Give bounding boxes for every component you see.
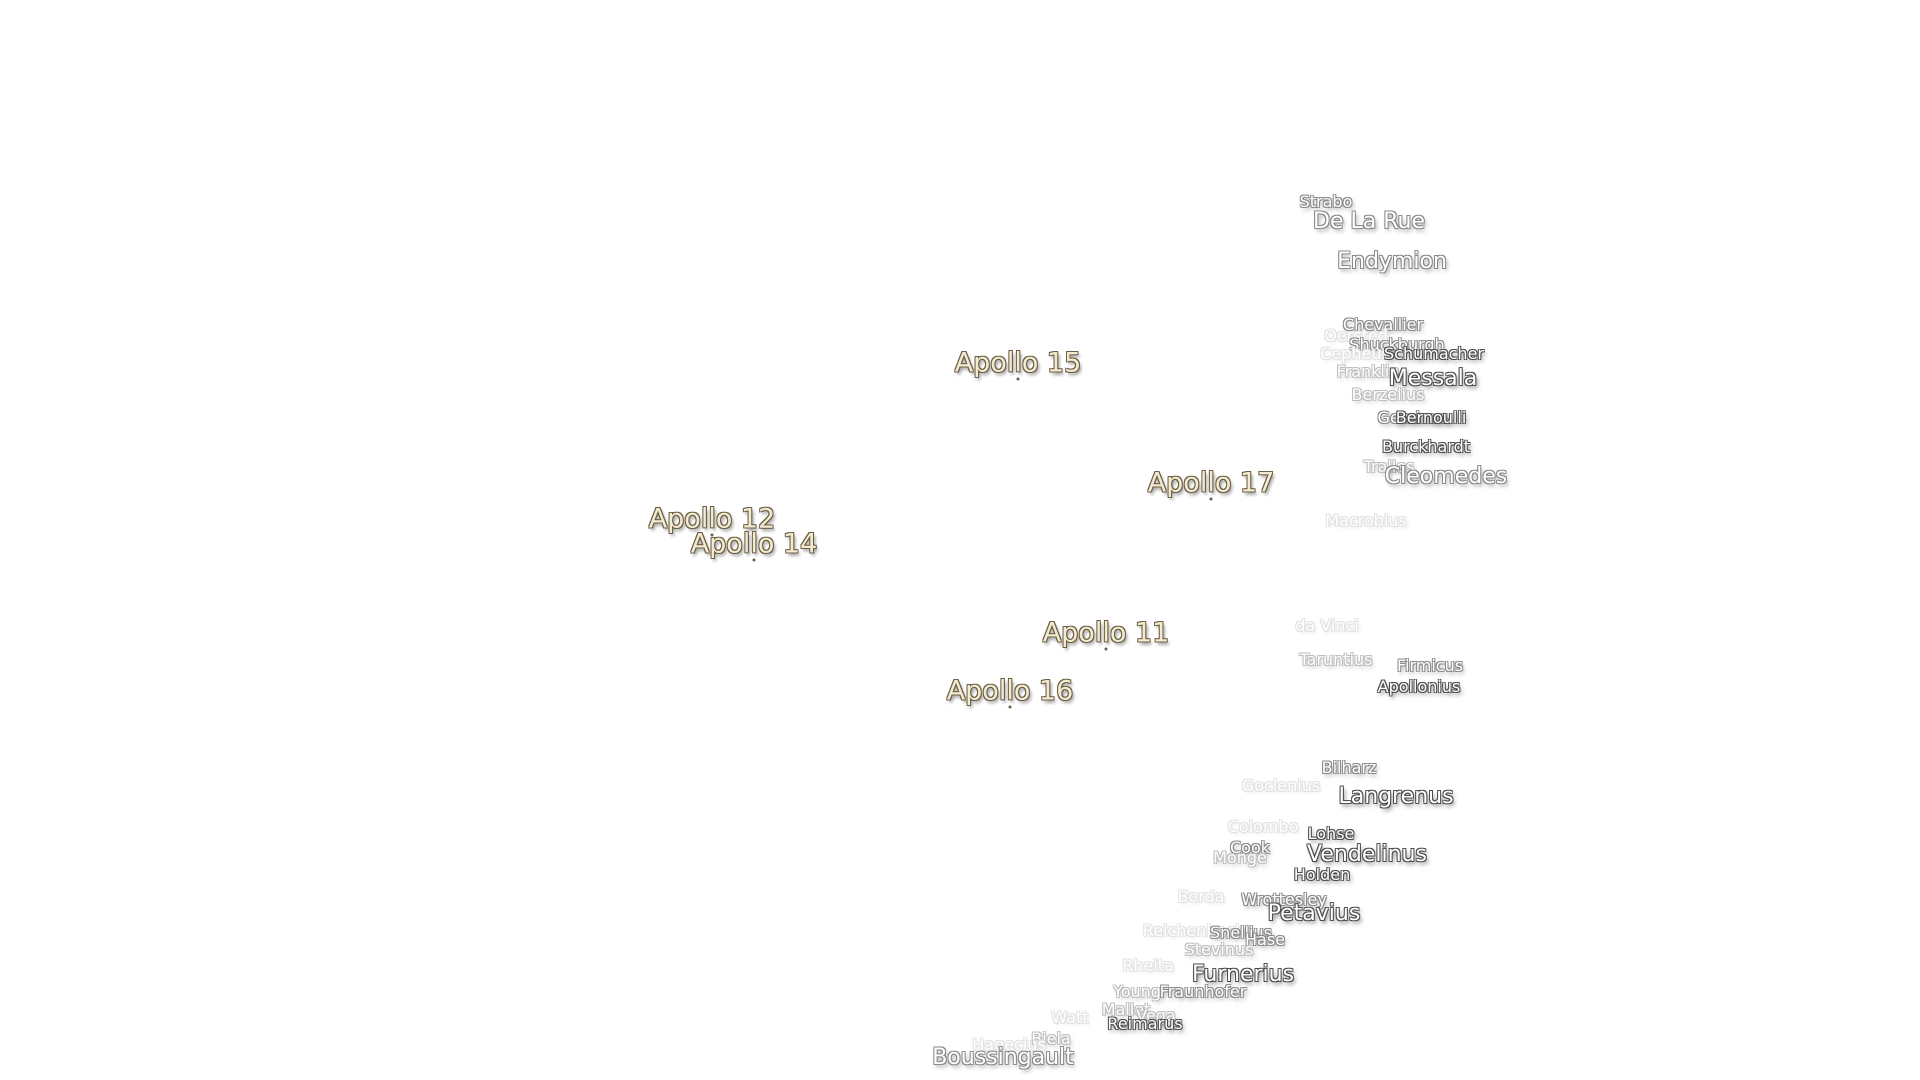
crater-label-stevinus[interactable]: Stevinus [1184, 940, 1254, 959]
apollo-12-marker [710, 533, 714, 537]
crater-label-bilharz[interactable]: Bilharz [1321, 758, 1377, 777]
crater-label-messala[interactable]: Messala [1388, 366, 1478, 391]
crater-label-hagecius[interactable]: Hagecius [972, 1035, 1046, 1054]
apollo-15-marker [1016, 377, 1020, 381]
crater-label-biela[interactable]: Biela [1031, 1029, 1071, 1048]
apollo-14-marker [752, 558, 756, 562]
crater-label-snellius[interactable]: Snellius [1210, 923, 1272, 942]
apollo-11-label[interactable]: Apollo 11 [1042, 617, 1170, 649]
crater-label-reichenbach[interactable]: Reichenbach [1142, 921, 1246, 940]
crater-label-bernoulli[interactable]: Bernoulli [1395, 408, 1467, 427]
crater-label-firmicus[interactable]: Firmicus [1396, 656, 1464, 675]
apollo-17-marker [1209, 497, 1213, 501]
crater-label-fraunhofer[interactable]: Fraunhofer [1159, 982, 1247, 1001]
crater-label-cepheus[interactable]: Cepheus [1320, 344, 1390, 363]
crater-label-reimarus[interactable]: Reimarus [1107, 1014, 1183, 1033]
crater-label-tralles[interactable]: Tralles [1363, 457, 1415, 476]
crater-label-geminus[interactable]: Geminus [1377, 408, 1449, 427]
crater-label-boussingault[interactable]: Boussingault [932, 1045, 1074, 1070]
crater-label-watt[interactable]: Watt [1051, 1008, 1089, 1027]
crater-label-colombo[interactable]: Colombo [1227, 817, 1299, 836]
apollo-16-marker [1008, 705, 1012, 709]
crater-label-langrenus[interactable]: Langrenus [1338, 784, 1454, 809]
crater-label-schumacher[interactable]: Schumacher [1384, 344, 1484, 363]
apollo-15-label[interactable]: Apollo 15 [954, 347, 1082, 379]
apollo-14-label[interactable]: Apollo 14 [690, 528, 818, 560]
crater-label-vega[interactable]: Vega [1136, 1006, 1176, 1025]
crater-label-vendelinus[interactable]: Vendelinus [1307, 842, 1427, 867]
crater-label-petavius[interactable]: Petavius [1267, 901, 1361, 926]
crater-label-burckhardt[interactable]: Burckhardt [1381, 437, 1471, 456]
crater-label-berzelius[interactable]: Berzelius [1351, 385, 1425, 404]
crater-label-rheita[interactable]: Rheita [1122, 956, 1174, 975]
crater-label-young[interactable]: Young [1113, 982, 1161, 1001]
crater-label-da-vinci[interactable]: da Vinci [1295, 616, 1359, 635]
crater-label-wrottesley[interactable]: Wrottesley [1241, 890, 1327, 909]
crater-label-borda[interactable]: Borda [1177, 887, 1225, 906]
crater-label-chevallier[interactable]: Chevallier [1342, 315, 1424, 334]
crater-label-holden[interactable]: Holden [1293, 865, 1351, 884]
crater-label-oersted[interactable]: Oersted [1324, 326, 1388, 345]
apollo-16-label[interactable]: Apollo 16 [946, 675, 1074, 707]
crater-label-cleomedes[interactable]: Cleomedes [1384, 464, 1508, 489]
crater-label-goclenius[interactable]: Goclenius [1241, 776, 1321, 795]
apollo-17-label[interactable]: Apollo 17 [1147, 467, 1275, 499]
crater-label-apollonius[interactable]: Apollonius [1377, 677, 1461, 696]
crater-label-lohse[interactable]: Lohse [1307, 824, 1355, 843]
crater-label-cook[interactable]: Cook [1229, 838, 1271, 857]
crater-label-furnerius[interactable]: Furnerius [1191, 962, 1295, 987]
crater-label-hase[interactable]: Hase [1244, 930, 1286, 949]
apollo-11-marker [1104, 647, 1108, 651]
crater-label-franklin[interactable]: Franklin [1336, 362, 1400, 381]
crater-label-strabo[interactable]: Strabo [1299, 192, 1353, 211]
crater-label-shuckburgh[interactable]: Shuckburgh [1349, 335, 1445, 354]
apollo-12-label[interactable]: Apollo 12 [648, 503, 776, 535]
crater-label-monge[interactable]: Monge [1213, 848, 1267, 867]
crater-label-macrobius[interactable]: Macrobius [1325, 511, 1407, 530]
crater-label-mallet[interactable]: Mallet [1101, 1000, 1151, 1019]
crater-label-taruntius[interactable]: Taruntius [1299, 650, 1373, 669]
crater-label-de-la-rue[interactable]: De La Rue [1313, 209, 1425, 234]
crater-label-endymion[interactable]: Endymion [1337, 249, 1447, 274]
